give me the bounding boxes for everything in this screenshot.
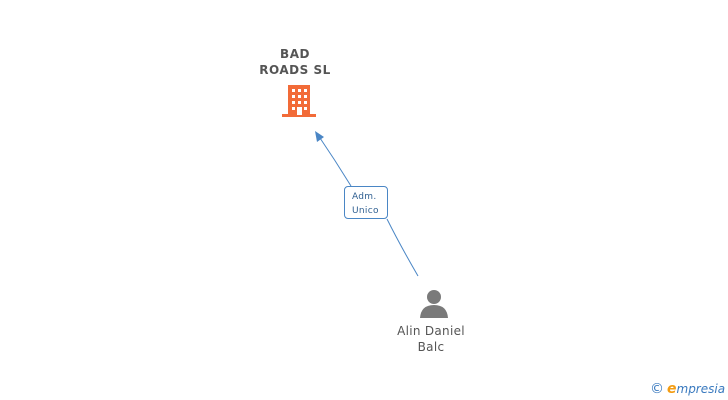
- brand-logo[interactable]: ©empresia: [650, 380, 725, 398]
- person-name[interactable]: Alin Daniel Balc: [381, 323, 481, 355]
- person-name-line2: Balc: [417, 340, 445, 354]
- role-line1: Adm.: [352, 192, 377, 202]
- person-name-line1: Alin Daniel: [397, 324, 465, 338]
- role-line2: Unico: [352, 206, 379, 216]
- building-icon: [282, 85, 316, 117]
- company-name[interactable]: BAD ROADS SL: [245, 46, 345, 78]
- brand-name: mpresia: [676, 382, 726, 396]
- company-name-line2: ROADS SL: [259, 63, 331, 77]
- copyright-icon: ©: [650, 381, 664, 397]
- company-name-line1: BAD: [280, 47, 310, 61]
- person-icon: [420, 290, 448, 318]
- role-badge: Adm. Unico: [344, 186, 388, 219]
- arrowhead-icon: [315, 131, 324, 142]
- brand-initial: e: [667, 381, 677, 397]
